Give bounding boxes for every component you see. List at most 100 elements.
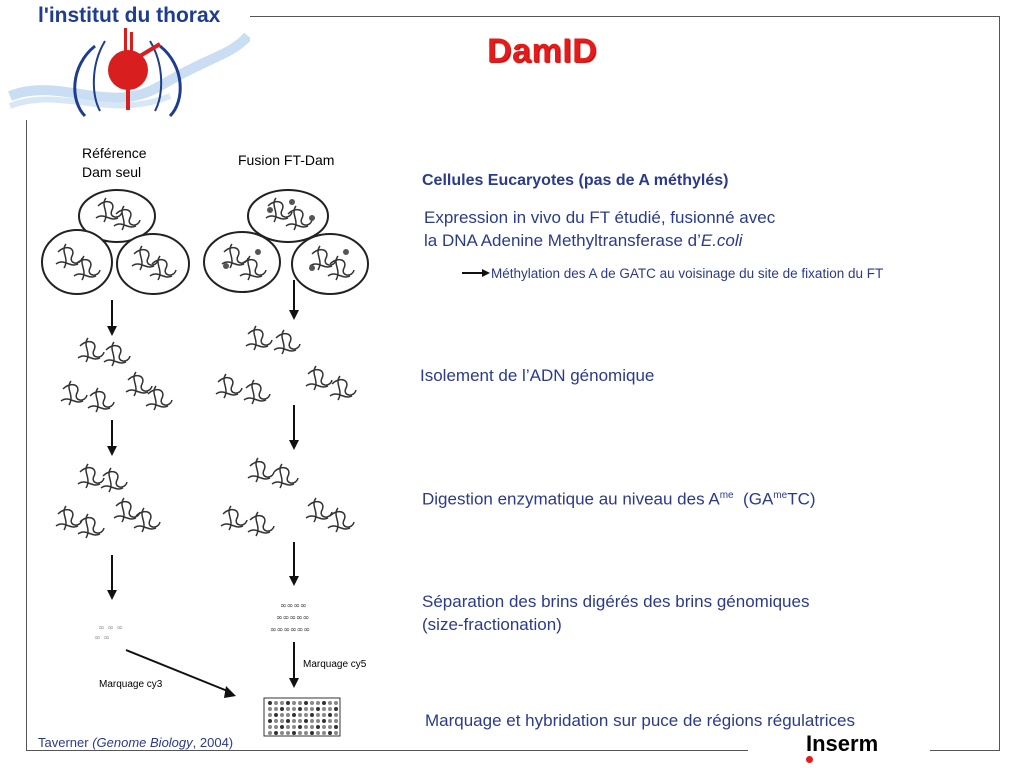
digestion-sup1: me xyxy=(719,490,734,501)
array-spot xyxy=(304,719,308,723)
svg-text:∞ ∞: ∞ ∞ xyxy=(94,633,110,642)
ecoli-text: E.coli xyxy=(700,231,743,250)
array-spot xyxy=(298,725,302,729)
array-spot xyxy=(280,719,284,723)
array-spot xyxy=(316,707,320,711)
frame-right-line xyxy=(999,16,1000,751)
left-digested xyxy=(55,463,161,539)
array-spot xyxy=(298,713,302,717)
separation-line2: (size-fractionation) xyxy=(422,615,562,634)
reference-label-line2: Dam seul xyxy=(82,164,142,180)
institut-logo: l'institut du thorax xyxy=(0,0,250,120)
svg-text:∞ ∞ ∞: ∞ ∞ ∞ xyxy=(98,623,123,632)
right-fragments: ∞∞∞∞ ∞∞∞∞∞ ∞∞∞∞∞∞ xyxy=(270,601,310,634)
array-spot xyxy=(310,713,314,717)
reference-label-line1: Référence xyxy=(82,145,147,161)
array-spot xyxy=(274,731,278,735)
array-spot xyxy=(304,701,308,705)
svg-text:∞∞∞∞∞: ∞∞∞∞∞ xyxy=(276,613,309,622)
isolation-text: Isolement de l’ADN génomique xyxy=(420,366,655,385)
array-spot xyxy=(328,731,332,735)
array-spot xyxy=(292,719,296,723)
damid-schematic: ∞ ∞ ∞ ∞ ∞ ∞∞∞∞ ∞∞∞∞∞ ∞∞∞∞∞∞ xyxy=(41,189,369,737)
logo-text: l'institut du thorax xyxy=(38,4,221,27)
array-spot xyxy=(316,701,320,705)
array-spot xyxy=(304,707,308,711)
page-title: DamID xyxy=(487,32,598,70)
array-spot xyxy=(322,713,326,717)
array-spot xyxy=(334,707,338,711)
inserm-dot-icon xyxy=(806,756,813,763)
array-spot xyxy=(280,713,284,717)
array-spot xyxy=(310,725,314,729)
right-digested xyxy=(220,457,355,537)
expression-text: Expression in vivo du FT étudié, fusionn… xyxy=(424,206,775,252)
array-spot xyxy=(268,719,272,723)
svg-text:∞∞∞∞: ∞∞∞∞ xyxy=(280,601,307,610)
array-spot xyxy=(274,701,278,705)
array-spot xyxy=(292,707,296,711)
array-spot xyxy=(286,725,290,729)
separation-text: Séparation des brins digérés des brins g… xyxy=(422,590,809,636)
digestion-prefix: Digestion enzymatique au niveau des A xyxy=(422,489,720,509)
right-dna xyxy=(215,325,357,405)
array-spot xyxy=(292,701,296,705)
array-spot xyxy=(328,719,332,723)
array-spot xyxy=(334,719,338,723)
array-spot xyxy=(322,719,326,723)
svg-text:∞∞∞∞∞∞: ∞∞∞∞∞∞ xyxy=(270,625,310,634)
array-spot xyxy=(274,719,278,723)
array-spot xyxy=(268,701,272,705)
fusion-label: Fusion FT-Dam xyxy=(238,152,335,168)
array-spot xyxy=(298,719,302,723)
array-spot xyxy=(304,713,308,717)
array-spot xyxy=(322,707,326,711)
array-spot xyxy=(316,725,320,729)
array-spot xyxy=(274,725,278,729)
array-spot xyxy=(316,713,320,717)
array-spot xyxy=(268,731,272,735)
array-spot xyxy=(280,731,284,735)
array-spot xyxy=(328,707,332,711)
array-spot xyxy=(298,701,302,705)
array-spot xyxy=(286,731,290,735)
digestion-mid: (GA xyxy=(733,489,774,509)
array-spot xyxy=(298,731,302,735)
array-spot xyxy=(268,725,272,729)
array-spot xyxy=(280,701,284,705)
methylation-arrow-icon xyxy=(462,269,490,277)
cy5-label: Marquage cy5 xyxy=(303,659,367,670)
left-cells xyxy=(41,189,190,295)
citation: Taverner (Genome Biology, 2004) xyxy=(38,735,233,750)
array-spot xyxy=(280,725,284,729)
inserm-logo: Inserm xyxy=(806,731,879,756)
array-spot xyxy=(310,701,314,705)
cells-heading: Cellules Eucaryotes (pas de A méthylés) xyxy=(422,172,729,189)
array-spot xyxy=(328,701,332,705)
array-spot xyxy=(286,707,290,711)
separation-line1: Séparation des brins digérés des brins g… xyxy=(422,592,810,611)
array-spot xyxy=(286,701,290,705)
array-spot xyxy=(280,707,284,711)
expression-line1: Expression in vivo du FT étudié, fusionn… xyxy=(424,208,776,227)
citation-author: Taverner xyxy=(38,735,93,750)
left-dna xyxy=(60,337,173,413)
array-spot xyxy=(292,713,296,717)
digestion-suffix: TC) xyxy=(787,489,816,509)
reference-label: Référence Dam seul xyxy=(82,144,147,182)
expression-line2-text: la DNA Adenine Methyltransferase d’ xyxy=(424,231,701,250)
array-spot xyxy=(304,731,308,735)
array-spot xyxy=(268,707,272,711)
citation-journal: (Genome Biology xyxy=(92,735,193,750)
frame-bottom-line-left xyxy=(26,750,748,751)
array-spot xyxy=(310,731,314,735)
array-spot xyxy=(322,731,326,735)
array-spot xyxy=(286,719,290,723)
array-spot xyxy=(292,731,296,735)
array-spot xyxy=(322,701,326,705)
array-spot xyxy=(286,713,290,717)
array-spot xyxy=(298,707,302,711)
array-spot xyxy=(310,719,314,723)
array-spot xyxy=(304,725,308,729)
array-spot xyxy=(268,713,272,717)
